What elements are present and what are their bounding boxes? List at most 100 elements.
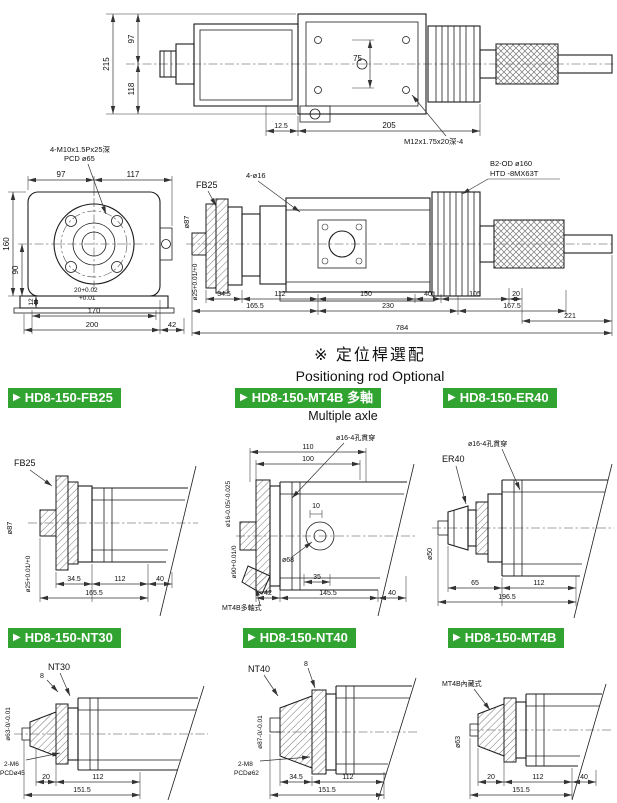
main-drawing: 215 97 118 75 12.5 205 M12x1.75x20深-4 4-… [2,13,614,336]
dim-196-5: 196.5 [498,594,516,601]
fb25-label: FB25 [14,458,36,468]
variant-button-label: HD8-150-ER40 [459,390,549,405]
dim-40: 40 [156,576,164,583]
dim-200: 200 [86,320,99,329]
dim-12-5: 12.5 [274,123,288,130]
dim-97: 97 [127,34,136,43]
mt4b-multi-dimensions: 35 42 145.5 40 [255,574,407,602]
optional-note: ※ 定位桿選配 Positioning rod Optional [150,341,590,384]
variant-button-fb25: ▶HD8-150-FB25 [8,388,121,408]
dim-151-5: 151.5 [318,787,336,794]
dim-8: 8 [40,673,44,680]
holes-callout: ø16-4孔貫穿 [336,433,375,442]
dim-112: 112 [274,291,285,298]
dim-160: 160 [2,237,11,251]
variant-mt4b-drawing: MT4B內藏式 ø63 20 112 40 151.5 [442,679,612,801]
variant-button-mt4b: ▶HD8-150-MT4B [448,628,565,648]
variant-button-label: HD8-150-NT30 [24,630,113,645]
mt4b-multi-geometry: ø16-4孔貫穿 110 100 ø16-0.05/-0.025 ø68 ø90… [222,433,416,617]
dim-34-5: 34.5 [289,774,303,781]
er40-label: ER40 [442,454,465,464]
dim-42: 42 [168,320,176,329]
dim-42: 42 [264,590,272,597]
dim-112: 112 [532,774,543,781]
dim-165-5: 165.5 [246,303,264,310]
type-label: MT4B多軸式 [222,603,262,612]
variant-nt40-drawing: NT40 8 ø87-0/-0.01 2-M8 PCDø62 34.5 112 … [234,661,418,801]
variant-fb25-drawing: FB25 ø87 ø25+0.01/+0 34.5 112 40 165.5 [5,458,198,617]
variant-button-label: HD8-150-MT4B 多軸 [251,390,374,405]
dim-784: 784 [396,323,409,332]
dim-151-5: 151.5 [73,787,91,794]
variant-button-label: HD8-150-MT4B [464,630,557,645]
pcd-callout: PCDø45 [0,770,25,777]
main-side-view: FB25 ø87 ø25+0.01/+0 4-ø16 B2-OD ø160 HT… [182,159,614,302]
dim-100: 100 [302,456,314,463]
dim-20: 20 [487,774,495,781]
fb25-geometry: FB25 ø87 ø25+0.01/+0 [5,458,198,617]
dim-75: 75 [353,54,362,63]
dim-215: 215 [102,57,111,71]
dim-112: 112 [114,576,125,583]
dim-8: 8 [304,661,308,668]
dim-phi87: ø87 [182,216,191,229]
variant-button-label: HD8-150-FB25 [24,390,113,405]
dim-110: 110 [302,444,313,451]
dim-40: 40 [388,590,396,597]
mt4b-dimensions: 20 112 40 151.5 [469,738,597,799]
dim-205: 205 [382,121,396,130]
dim-phi68: ø68 [282,557,294,564]
type-label: MT4B內藏式 [442,679,482,688]
multiple-axle-subtitle: Multiple axle [308,409,378,423]
dim-167-5: 167.5 [503,303,521,310]
dim-20: 20 [42,774,50,781]
dim-20: 20 [512,291,520,298]
variant-button-nt30: ▶HD8-150-NT30 [8,628,121,648]
dim-97: 97 [57,170,66,179]
dim-230: 230 [382,303,394,310]
dim-phi50: ø50 [427,548,434,560]
thread-callout: 2-M8 [238,761,253,768]
dim-phi25: ø25+0.01/+0 [192,263,199,300]
dim-145-5: 145.5 [319,590,337,597]
top-plan-dimensions: 215 97 118 75 12.5 205 M12x1.75x20深-4 [102,13,481,146]
tolerance-20: 20+0.02 [74,287,98,294]
dim-151-5: 151.5 [512,787,530,794]
holes-callout: ø16-4孔貫穿 [468,439,507,448]
nt30-geometry: NT30 8 ø63-0/-0.01 2-M6 PCDø45 [0,662,208,801]
note-chinese: ※ 定位桿選配 [314,347,426,364]
nt40-label: NT40 [248,664,270,674]
dim-90: 90 [11,265,20,274]
play-icon: ▶ [13,392,21,403]
variant-button-label: HD8-150-NT40 [259,630,348,645]
pcd-callout: PCD ø65 [64,154,95,163]
dim-phi90-tol: ø90+0.01/0 [231,545,238,578]
tolerance-20b: +0.01 [79,295,96,302]
dim-phi16-tol: ø16-0.05/-0.025 [225,480,232,527]
dim-165-5: 165.5 [85,590,103,597]
dim-34-5: 34.5 [217,291,231,298]
fb25-callout: FB25 [196,180,218,190]
mt4b-geometry: MT4B內藏式 ø63 [442,679,612,801]
play-icon: ▶ [248,632,256,643]
dim-118: 118 [127,82,136,95]
nt30-label: NT30 [48,662,70,672]
dim-phi63: ø63 [455,736,462,748]
er40-dimensions: 65 112 196.5 [437,536,577,606]
dim-112: 112 [342,774,353,781]
dim-40: 40 [580,774,588,781]
dim-phi87-tol: ø87-0/-0.01 [257,715,264,749]
belt-callout-1: B2-OD ø160 [490,159,532,168]
flange-dimensions: 97 117 160 90 12 20+0.02 +0.01 170 200 4… [2,170,185,334]
nt40-geometry: NT40 8 ø87-0/-0.01 2-M8 PCDø62 [234,661,418,801]
dim-34-5: 34.5 [67,576,81,583]
dim-40: 40 [424,291,432,298]
dim-221: 221 [564,313,576,320]
fb25-dimensions: 34.5 112 40 165.5 [39,538,173,602]
variant-button-nt40: ▶HD8-150-NT40 [243,628,356,648]
dim-phi63-tol: ø63-0/-0.01 [5,707,12,741]
dim-phi25: ø25+0.01/+0 [25,555,32,592]
dim-112: 112 [533,580,544,587]
variant-button-mt4b-multi: ▶HD8-150-MT4B 多軸 [235,388,382,408]
